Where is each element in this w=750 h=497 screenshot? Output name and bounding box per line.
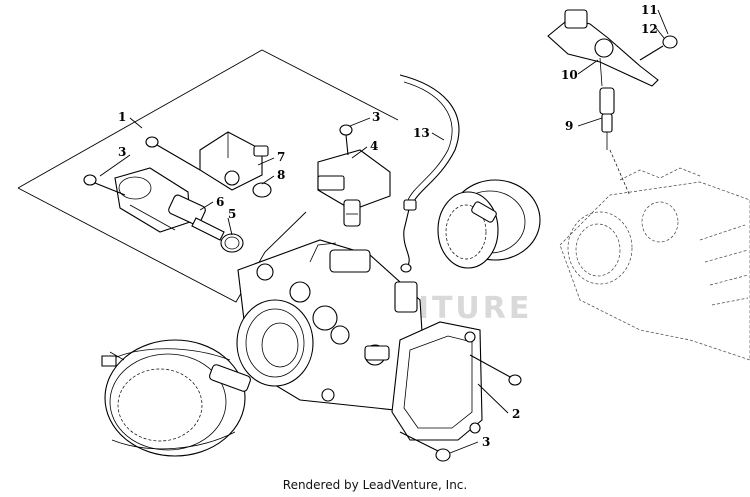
callout-5: 5	[228, 207, 236, 221]
screw-cover-lower	[399, 431, 451, 462]
callout-13: 13	[413, 126, 430, 140]
throttle-cover	[391, 321, 483, 441]
callout-labels: 1 2 3 3 3 4 5 6 7 8 9 10 11 12 13	[118, 3, 658, 449]
callout-7: 7	[277, 150, 285, 164]
screw-map-sensor	[339, 124, 353, 156]
engine-cylinder-head	[559, 167, 750, 361]
throttle-body	[236, 239, 426, 411]
callout-3-top: 3	[372, 110, 380, 124]
screw-actuator-upper	[145, 136, 201, 171]
fuel-rail	[547, 9, 659, 87]
intake-boot	[101, 339, 251, 457]
callout-8: 8	[277, 168, 285, 182]
fuel-rail-screw	[639, 35, 678, 61]
intake-pressure-sensor	[199, 131, 269, 191]
callout-2: 2	[512, 407, 520, 421]
idle-air-control-actuator	[114, 167, 225, 241]
intake-adapter	[437, 179, 541, 269]
callout-10: 10	[561, 68, 578, 82]
callout-1: 1	[118, 110, 126, 124]
screw-cover-upper	[469, 354, 522, 386]
map-sensor	[317, 149, 391, 227]
callout-9: 9	[565, 119, 573, 133]
callout-6: 6	[216, 195, 224, 209]
o-ring-sensor	[252, 182, 272, 198]
callout-12: 12	[641, 22, 658, 36]
callout-11: 11	[641, 3, 658, 17]
callout-3-bottom: 3	[482, 435, 490, 449]
vacuum-hose	[399, 74, 460, 273]
fuel-injector	[599, 87, 631, 197]
callout-4: 4	[370, 139, 378, 153]
callout-3-left: 3	[118, 145, 126, 159]
screw-actuator-lower	[83, 174, 126, 196]
footer-credit: Rendered by LeadVenture, Inc.	[282, 478, 468, 492]
leader-lines	[99, 9, 669, 454]
